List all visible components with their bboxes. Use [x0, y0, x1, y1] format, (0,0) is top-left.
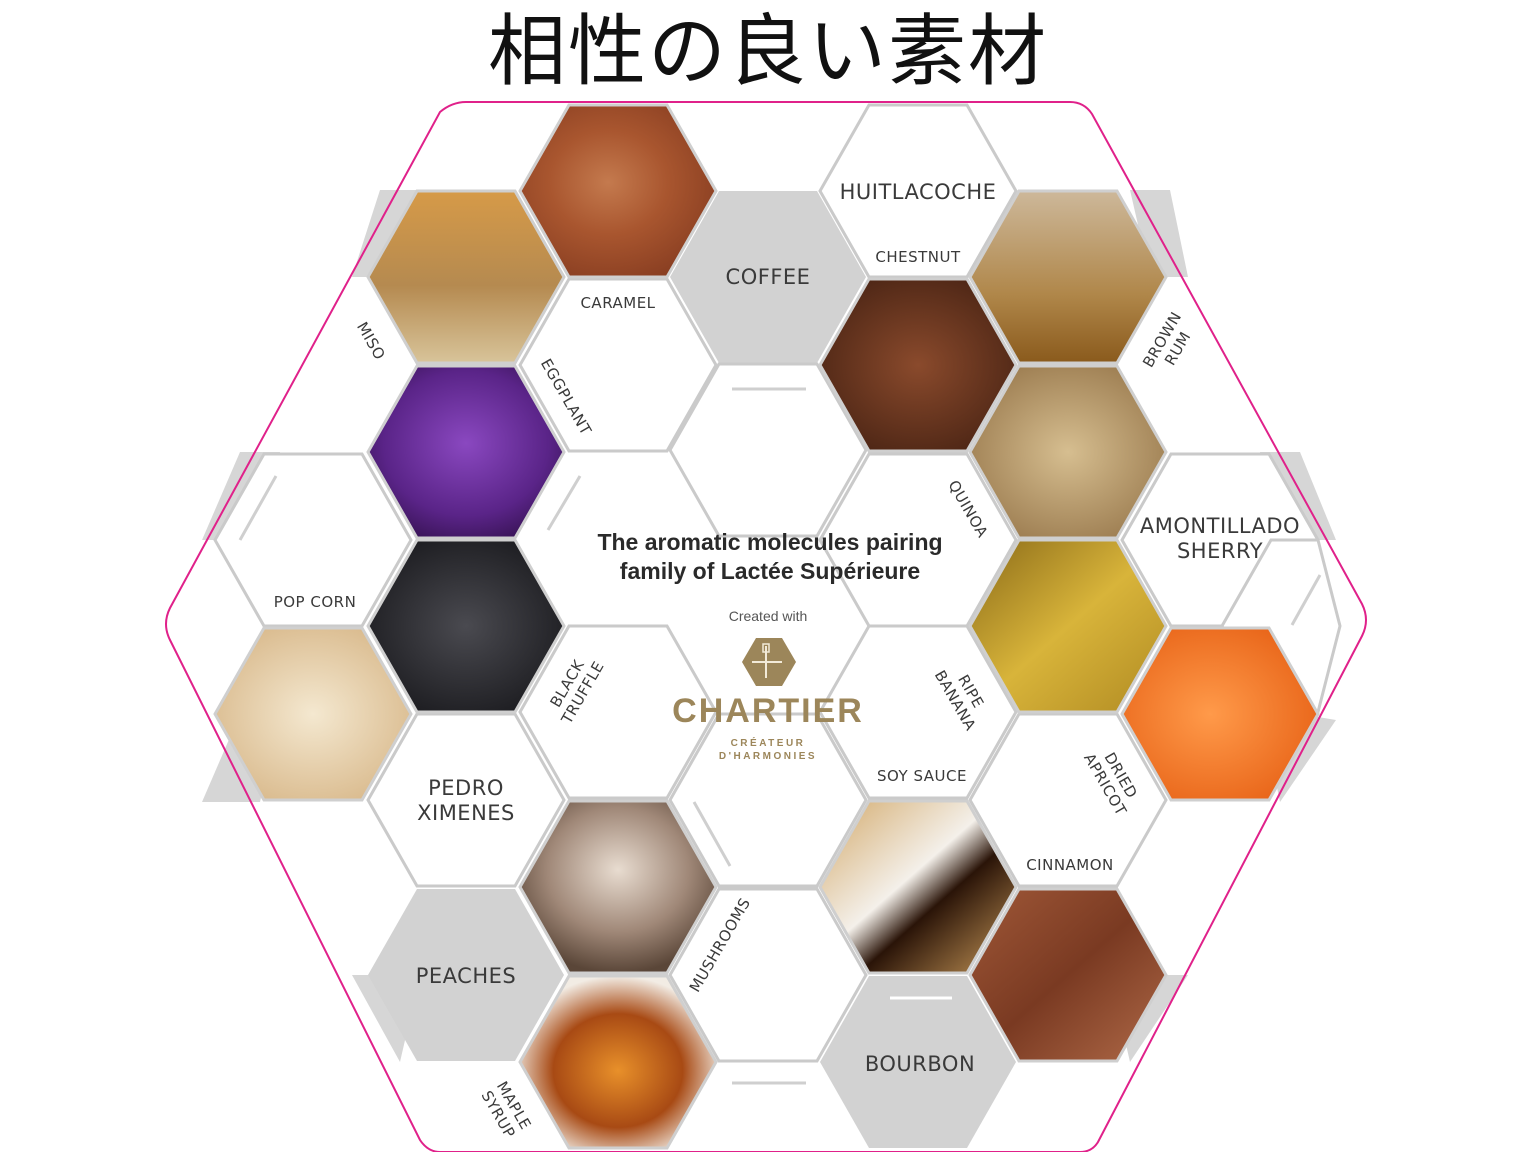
chartier-logo-icon: [742, 638, 796, 686]
mushrooms-photo: [518, 799, 718, 975]
label-pedro-ximenes: PEDRO XIMENES: [417, 776, 515, 826]
dried-apricot-photo: [1120, 626, 1320, 802]
soy-sauce-photo: [818, 799, 1018, 975]
miso-photo: [366, 189, 566, 365]
page-title: 相性の良い素材: [487, 7, 1048, 97]
label-cinnamon: CINNAMON: [1026, 856, 1114, 874]
brand-tagline-1: CRÉATEUR: [730, 738, 806, 749]
peaches-hex: [368, 889, 564, 1061]
quinoa-photo: [968, 364, 1168, 540]
black-truffle-photo: [366, 538, 566, 714]
photo-hexes: [213, 103, 1320, 1150]
label-huitlacoche: HUITLACOCHE: [839, 180, 997, 204]
label-peaches: PEACHES: [415, 964, 517, 988]
decorative-dashes: [238, 387, 1322, 1085]
label-amontillado-sherry: AMONTILLADO SHERRY: [1139, 514, 1301, 564]
maple-syrup-photo: [518, 974, 718, 1150]
pink-hexagon-outline: [165, 101, 1367, 1152]
coffee-hex: [670, 191, 866, 363]
label-coffee: COFFEE: [725, 265, 811, 289]
cinnamon-photo: [968, 887, 1168, 1063]
brown-rum-photo: [968, 189, 1168, 365]
brand-tagline-2: D'HARMONIES: [718, 751, 818, 762]
chartier-brand: CHARTIER: [672, 692, 864, 730]
bourbon-hex: [820, 976, 1016, 1148]
popcorn-photo: [213, 626, 413, 802]
label-caramel: CARAMEL: [580, 294, 656, 312]
ripe-banana-photo: [968, 538, 1168, 714]
created-with-label: Created with: [728, 608, 808, 624]
eggplant-photo: [366, 364, 566, 540]
label-chestnut: CHESTNUT: [875, 248, 961, 266]
center-headline: The aromatic molecules pairing family of…: [597, 529, 943, 584]
grey-hexes: [368, 191, 1016, 1148]
chestnut-photo: [818, 277, 1018, 453]
label-soy-sauce: SOY SAUCE: [877, 767, 967, 785]
label-pop-corn: POP CORN: [273, 593, 357, 611]
label-bourbon: BOURBON: [864, 1052, 976, 1076]
caramel-photo: [518, 103, 718, 279]
